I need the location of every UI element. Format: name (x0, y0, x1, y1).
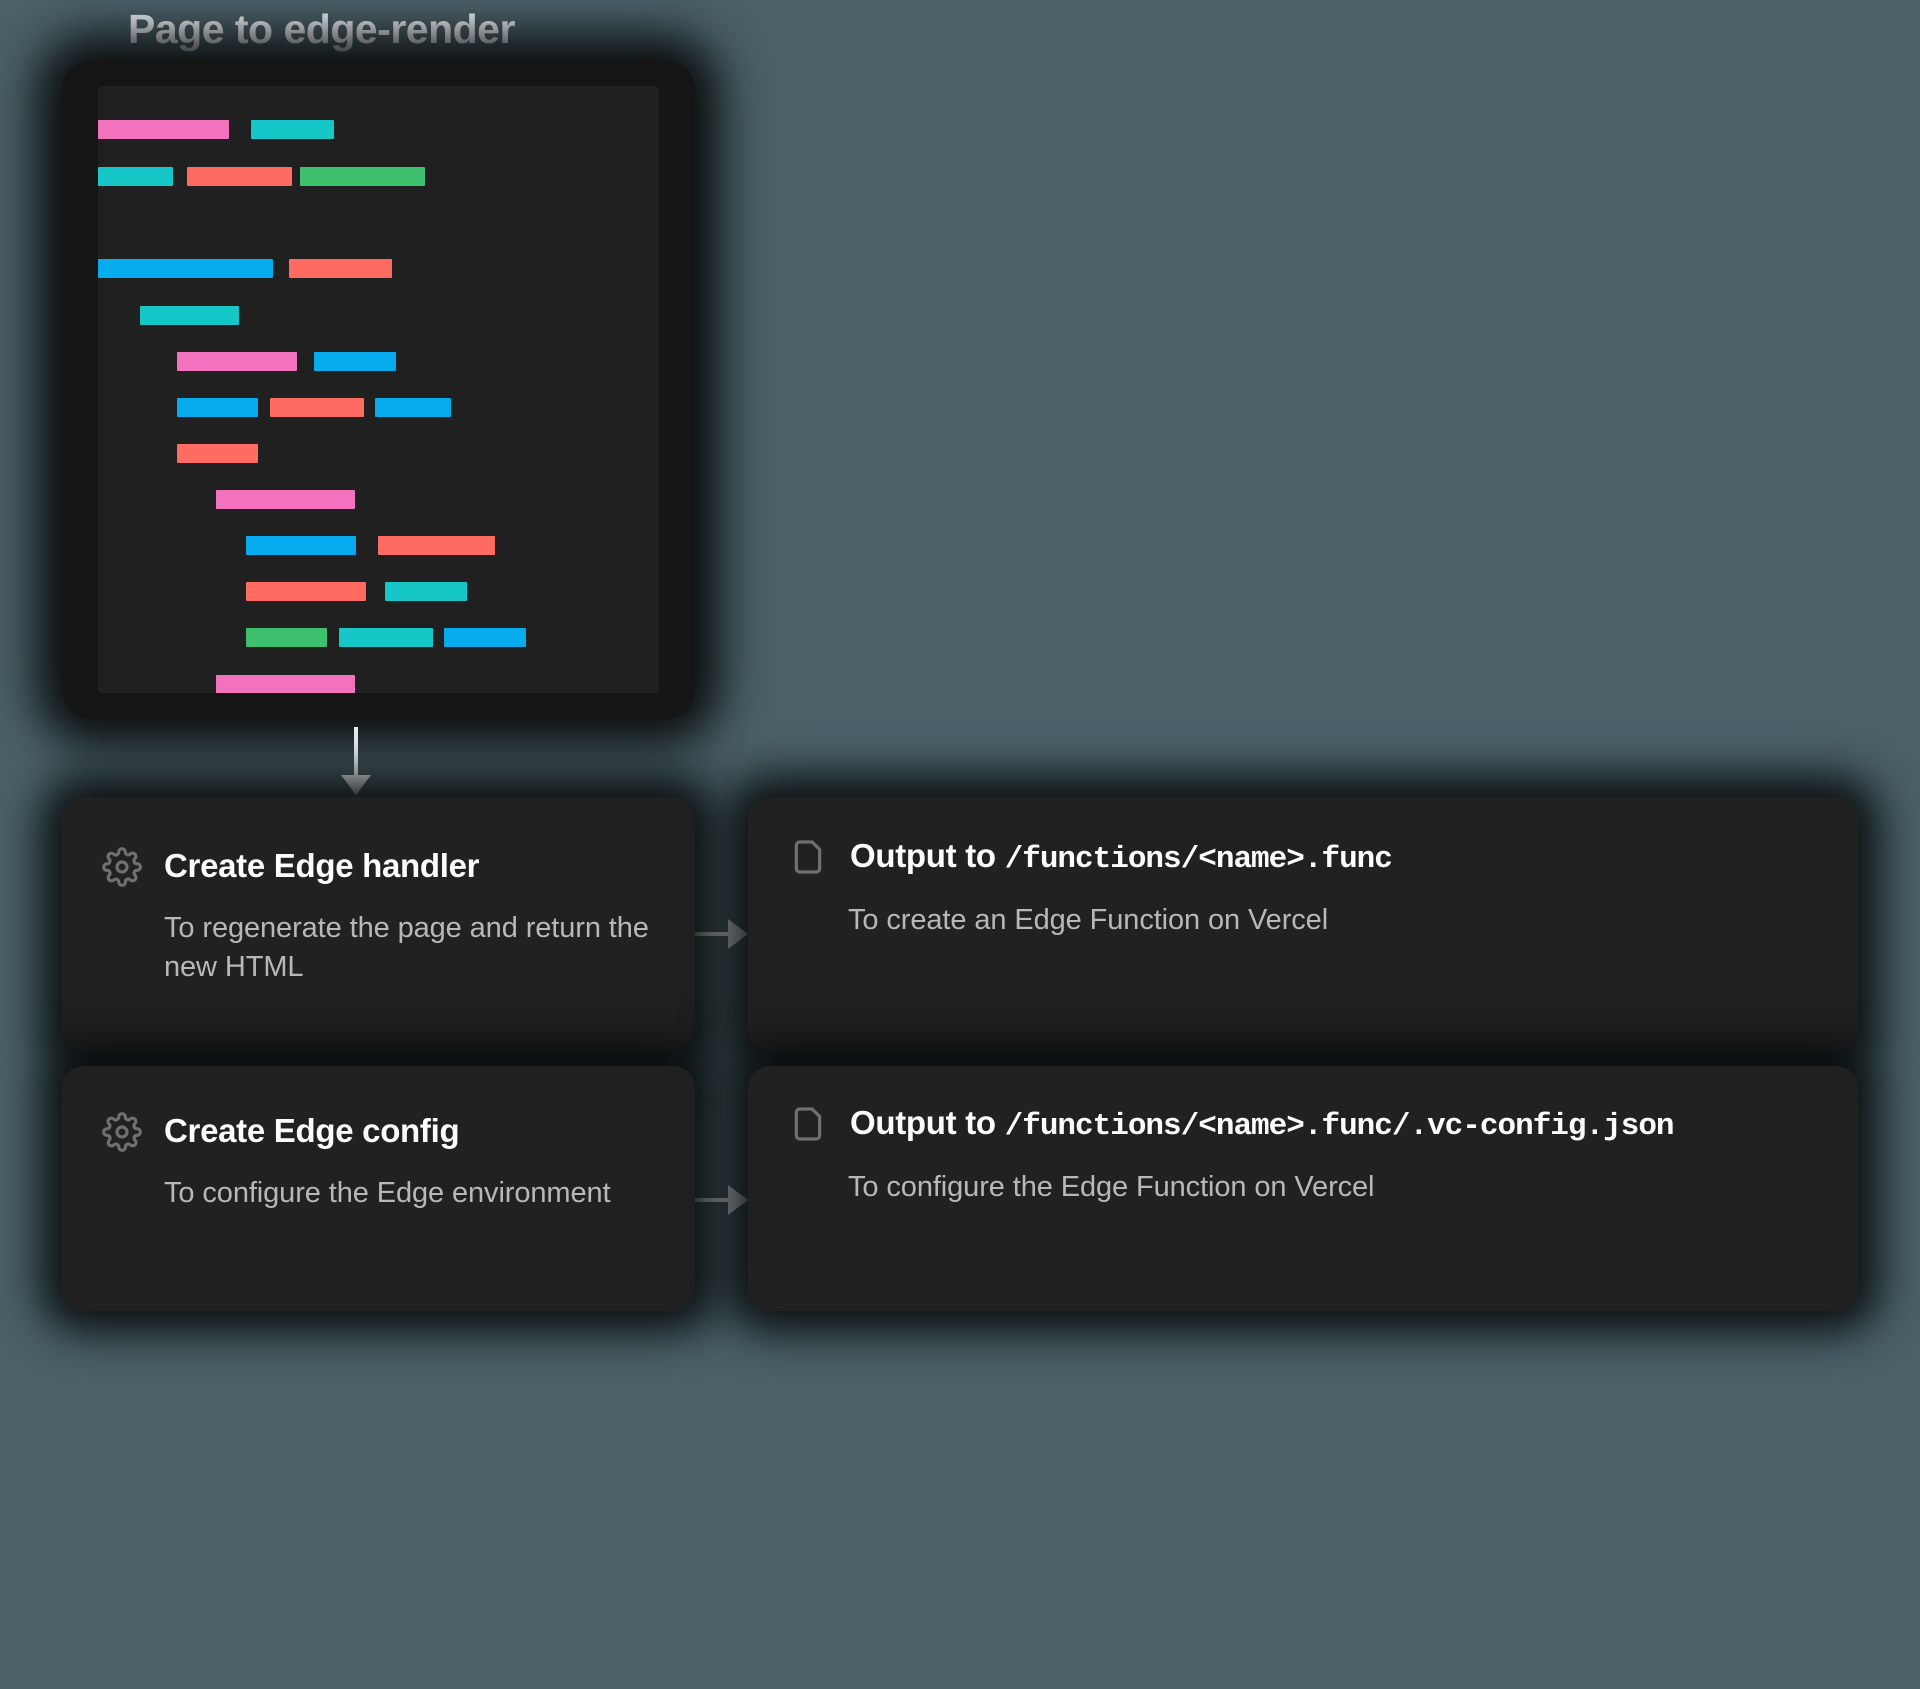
card-title: Output to /functions/<name>.func (850, 835, 1393, 881)
code-token-red (378, 536, 495, 555)
card-description: To configure the Edge environment (164, 1177, 611, 1209)
code-token-blue (444, 628, 526, 647)
code-line (98, 628, 526, 647)
gear-icon (102, 847, 142, 887)
card-title-lead: Output to (850, 837, 1005, 874)
card-create-edge-handler[interactable]: Create Edge handler To regenerate the pa… (62, 797, 695, 1052)
code-line (98, 444, 258, 463)
card-description: To create an Edge Function on Vercel (848, 904, 1329, 936)
card-header: Output to /functions/<name>.func/.vc-con… (788, 1102, 1818, 1148)
source-code-panel (62, 60, 695, 719)
arrow-down-icon (354, 727, 358, 779)
card-create-edge-config[interactable]: Create Edge config To configure the Edge… (62, 1066, 695, 1311)
code-token-pink (177, 352, 297, 371)
code-token-red (270, 398, 364, 417)
code-token-green (300, 167, 425, 186)
code-token-blue (98, 259, 273, 278)
card-title: Create Edge handler (164, 847, 480, 884)
file-icon (788, 837, 828, 877)
code-token-red (177, 444, 258, 463)
page-title: Page to edge-render (128, 6, 515, 52)
code-line (98, 306, 239, 325)
code-line (98, 167, 425, 186)
card-title: Output to /functions/<name>.func/.vc-con… (850, 1102, 1675, 1148)
code-token-teal (251, 120, 334, 139)
code-token-blue (375, 398, 451, 417)
card-output-vc-config[interactable]: Output to /functions/<name>.func/.vc-con… (748, 1066, 1858, 1311)
card-description: To configure the Edge Function on Vercel (848, 1171, 1375, 1203)
code-token-pink (98, 120, 229, 139)
card-header: Output to /functions/<name>.func (788, 835, 1818, 881)
code-token-teal (140, 306, 239, 325)
code-line (98, 675, 355, 693)
code-line (98, 490, 355, 509)
code-token-red (187, 167, 292, 186)
code-token-red (289, 259, 392, 278)
card-title-lead: Output to (850, 1104, 1005, 1141)
card-title: Create Edge config (164, 1112, 460, 1149)
card-title-path: /functions/<name>.func/.vc-config.json (1004, 1109, 1675, 1144)
code-line (98, 352, 396, 371)
card-description: To regenerate the page and return the ne… (164, 912, 649, 983)
card-title-path: /functions/<name>.func (1004, 842, 1393, 877)
source-code-lines (98, 86, 659, 693)
arrow-right-icon (692, 1198, 732, 1202)
code-token-green (246, 628, 327, 647)
arrow-right-icon (692, 932, 732, 936)
code-line (98, 259, 392, 278)
file-icon (788, 1104, 828, 1144)
code-token-teal (339, 628, 433, 647)
code-token-blue (314, 352, 396, 371)
code-token-pink (216, 675, 355, 693)
code-token-pink (216, 490, 355, 509)
code-token-blue (177, 398, 258, 417)
card-header: Create Edge config (102, 1110, 655, 1152)
code-token-teal (98, 167, 173, 186)
card-output-function[interactable]: Output to /functions/<name>.func To crea… (748, 797, 1858, 1052)
code-token-blue (246, 536, 356, 555)
code-token-red (246, 582, 366, 601)
code-token-teal (385, 582, 467, 601)
code-line (98, 582, 467, 601)
code-line (98, 536, 495, 555)
code-line (98, 398, 451, 417)
card-header: Create Edge handler (102, 845, 655, 887)
gear-icon (102, 1112, 142, 1152)
code-line (98, 120, 334, 139)
